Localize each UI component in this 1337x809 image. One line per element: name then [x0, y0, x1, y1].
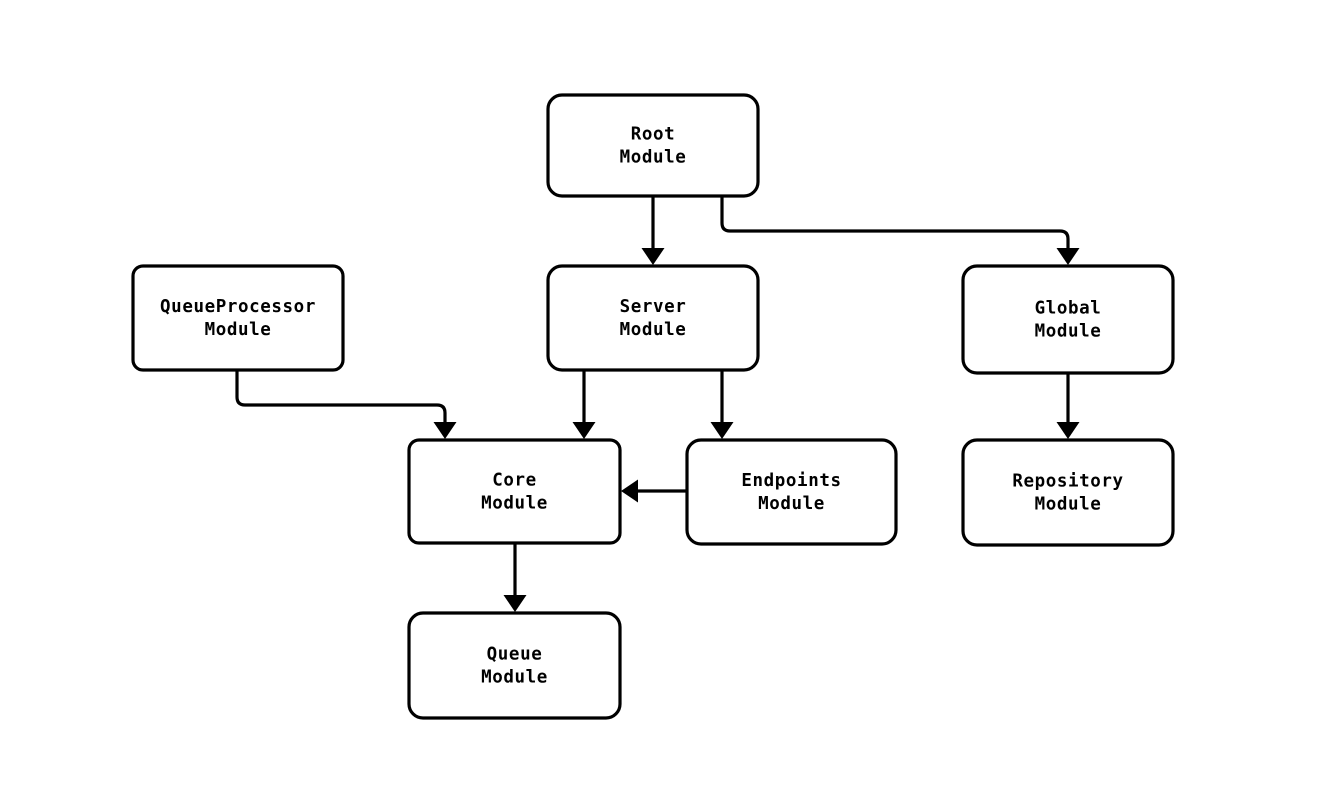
arrowhead-icon-endpoints-to-core [621, 479, 638, 503]
edge-root-to-global [720, 196, 1080, 265]
edge-queueprocessor-to-core [235, 370, 457, 439]
node-box-queueprocessor[interactable] [131, 264, 345, 372]
arrowhead-icon-queueprocessor-to-core [433, 422, 457, 439]
node-label-global-line2: Module [1035, 322, 1102, 342]
node-label-endpoints-line1: Endpoints [741, 471, 841, 491]
node-box-repository[interactable] [961, 438, 1175, 547]
edge-server-to-endpoints [710, 370, 734, 439]
node-label-core-line1: Core [492, 471, 537, 491]
arrowhead-icon-server-to-core [572, 422, 596, 439]
node-label-server-line2: Module [620, 320, 687, 340]
arrowhead-icon-root-to-global [1056, 248, 1080, 265]
node-box-queue[interactable] [407, 611, 622, 720]
node-label-repository-line1: Repository [1012, 472, 1123, 492]
edge-server-to-core [572, 370, 596, 439]
node-box-endpoints[interactable] [685, 438, 898, 546]
node-box-root[interactable] [546, 93, 760, 198]
node-label-queueprocessor-line1: QueueProcessor [160, 297, 316, 317]
node-label-queue-line1: Queue [487, 645, 543, 665]
edge-endpoints-to-core [621, 479, 687, 503]
edge-line-queueprocessor-to-core [235, 370, 447, 432]
node-box-core[interactable] [407, 438, 622, 545]
arrowhead-icon-root-to-server [641, 248, 665, 265]
arrowhead-icon-core-to-queue [503, 595, 527, 612]
node-label-repository-line2: Module [1035, 495, 1102, 515]
node-label-core-line2: Module [481, 494, 548, 514]
node-box-server[interactable] [546, 264, 760, 372]
node-label-queue-line2: Module [481, 668, 548, 688]
node-label-root-line2: Module [620, 148, 687, 168]
arrowhead-icon-server-to-endpoints [710, 422, 734, 439]
node-label-global-line1: Global [1035, 299, 1102, 319]
node-box-global[interactable] [961, 264, 1175, 375]
arrowhead-icon-global-to-repository [1056, 422, 1080, 439]
edge-global-to-repository [1056, 373, 1080, 439]
edge-line-root-to-global [720, 196, 1070, 258]
node-label-queueprocessor-line2: Module [205, 320, 272, 340]
edge-root-to-server [641, 196, 665, 265]
edge-core-to-queue [503, 543, 527, 612]
node-label-endpoints-line2: Module [758, 494, 825, 514]
node-label-server-line1: Server [620, 297, 687, 317]
edges-layer [235, 196, 1080, 612]
node-label-root-line1: Root [631, 125, 676, 145]
nodes-layer: RootModuleQueueProcessorModuleServerModu… [131, 93, 1175, 720]
